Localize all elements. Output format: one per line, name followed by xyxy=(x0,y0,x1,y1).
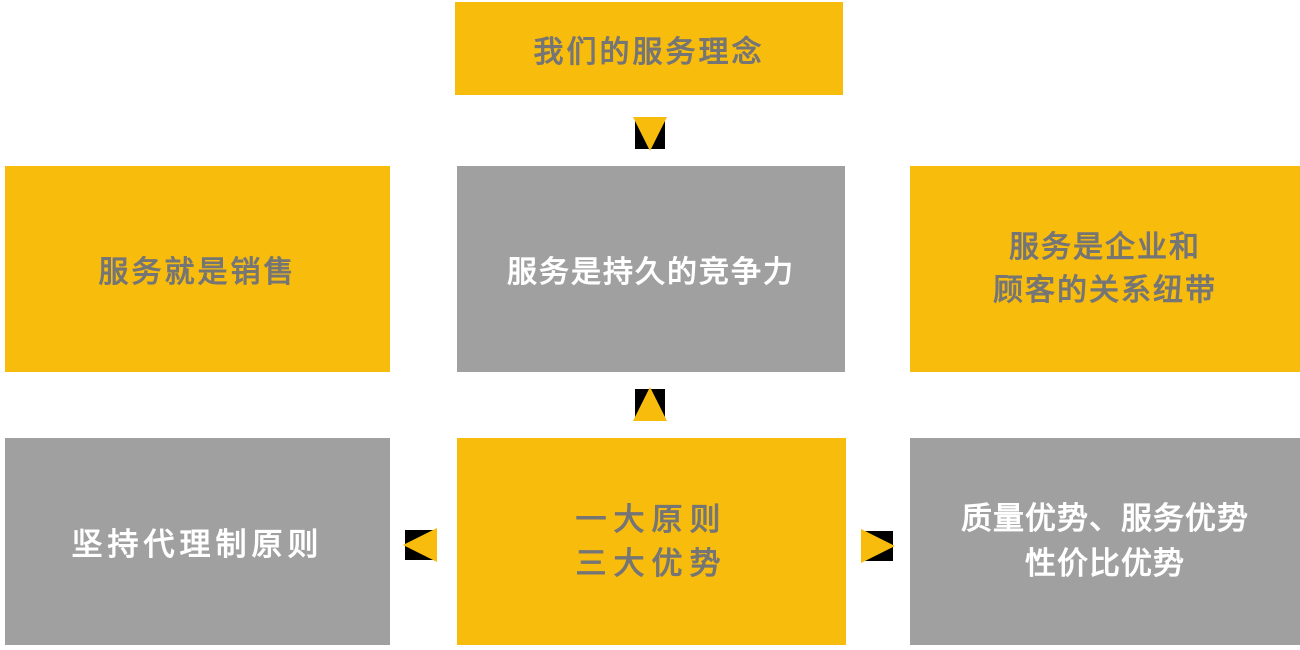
box-three-advantages-detail: 质量优势、服务优势 性价比优势 xyxy=(910,438,1300,645)
box-one-principle-three-advantages: 一大原则 三大优势 xyxy=(457,438,846,645)
box-service-philosophy-label: 我们的服务理念 xyxy=(533,35,765,69)
arrow-down-icon xyxy=(633,117,667,151)
box-customer-relationship-bond-line2: 顾客的关系纽带 xyxy=(993,274,1217,307)
box-three-advantages-line2: 性价比优势 xyxy=(1025,545,1185,581)
box-customer-relationship-bond: 服务是企业和 顾客的关系纽带 xyxy=(910,166,1300,372)
box-one-principle-line1: 一大原则 xyxy=(575,502,728,538)
box-agency-principle: 坚持代理制原则 xyxy=(5,438,390,645)
arrow-right-icon xyxy=(861,529,895,563)
arrow-up-icon xyxy=(633,387,667,421)
box-three-advantages-line1: 质量优势、服务优势 xyxy=(961,500,1249,536)
arrow-left-icon xyxy=(403,528,437,562)
box-customer-relationship-bond-line1: 服务是企业和 xyxy=(1009,230,1201,264)
box-agency-principle-label: 坚持代理制原则 xyxy=(71,527,324,562)
box-service-philosophy: 我们的服务理念 xyxy=(455,2,843,95)
box-service-is-sales: 服务就是销售 xyxy=(5,166,390,372)
box-lasting-competitiveness-label: 服务是持久的竞争力 xyxy=(507,256,795,289)
box-lasting-competitiveness: 服务是持久的竞争力 xyxy=(457,166,845,372)
box-one-principle-line2: 三大优势 xyxy=(575,545,728,581)
box-service-is-sales-label: 服务就是销售 xyxy=(98,256,297,289)
